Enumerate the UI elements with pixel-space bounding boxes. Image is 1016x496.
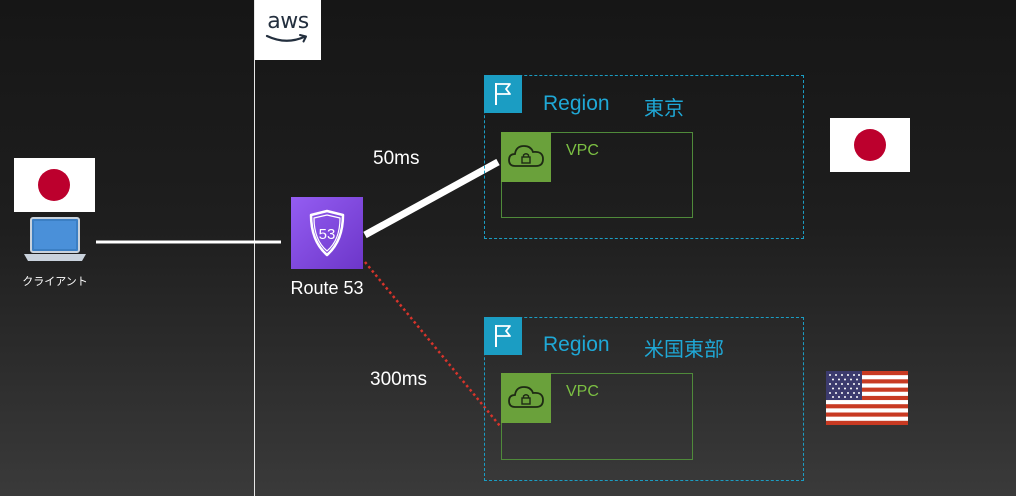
route53-shield-icon: 53 <box>309 209 345 257</box>
region-us-east-name: 米国東部 <box>644 339 724 361</box>
route53-to-us-east-line <box>364 261 501 427</box>
tokyo-latency: 50ms <box>373 148 420 169</box>
route53-icon: 53 <box>291 197 363 269</box>
aws-smile-icon <box>265 34 307 43</box>
us-east-latency: 300ms <box>370 369 428 390</box>
region-tokyo <box>484 75 804 239</box>
vpc-tokyo-label: VPC <box>566 142 599 159</box>
client-label: クライアント <box>22 276 88 288</box>
region-us-east-label: Region <box>543 333 610 356</box>
vpc-cloud-lock-icon <box>501 132 551 182</box>
region-flag-icon <box>484 317 522 355</box>
route53-to-tokyo-line <box>363 158 500 239</box>
route53-badge: 53 <box>319 226 336 243</box>
vpc-cloud-lock-icon <box>501 373 551 423</box>
client-japan-flag <box>14 158 95 212</box>
region-us-east <box>484 317 804 481</box>
vpc-us-east-label: VPC <box>566 383 599 400</box>
aws-boundary-line <box>254 0 255 496</box>
route53-label: Route 53 <box>290 278 364 298</box>
tokyo-japan-flag <box>830 118 910 172</box>
region-flag-icon <box>484 75 522 113</box>
aws-logo-text: aws <box>267 9 309 34</box>
region-tokyo-label: Region <box>543 92 610 115</box>
laptop-icon <box>24 217 86 261</box>
usa-flag <box>826 371 908 425</box>
aws-logo: aws <box>255 0 321 60</box>
region-tokyo-name: 東京 <box>644 98 684 120</box>
